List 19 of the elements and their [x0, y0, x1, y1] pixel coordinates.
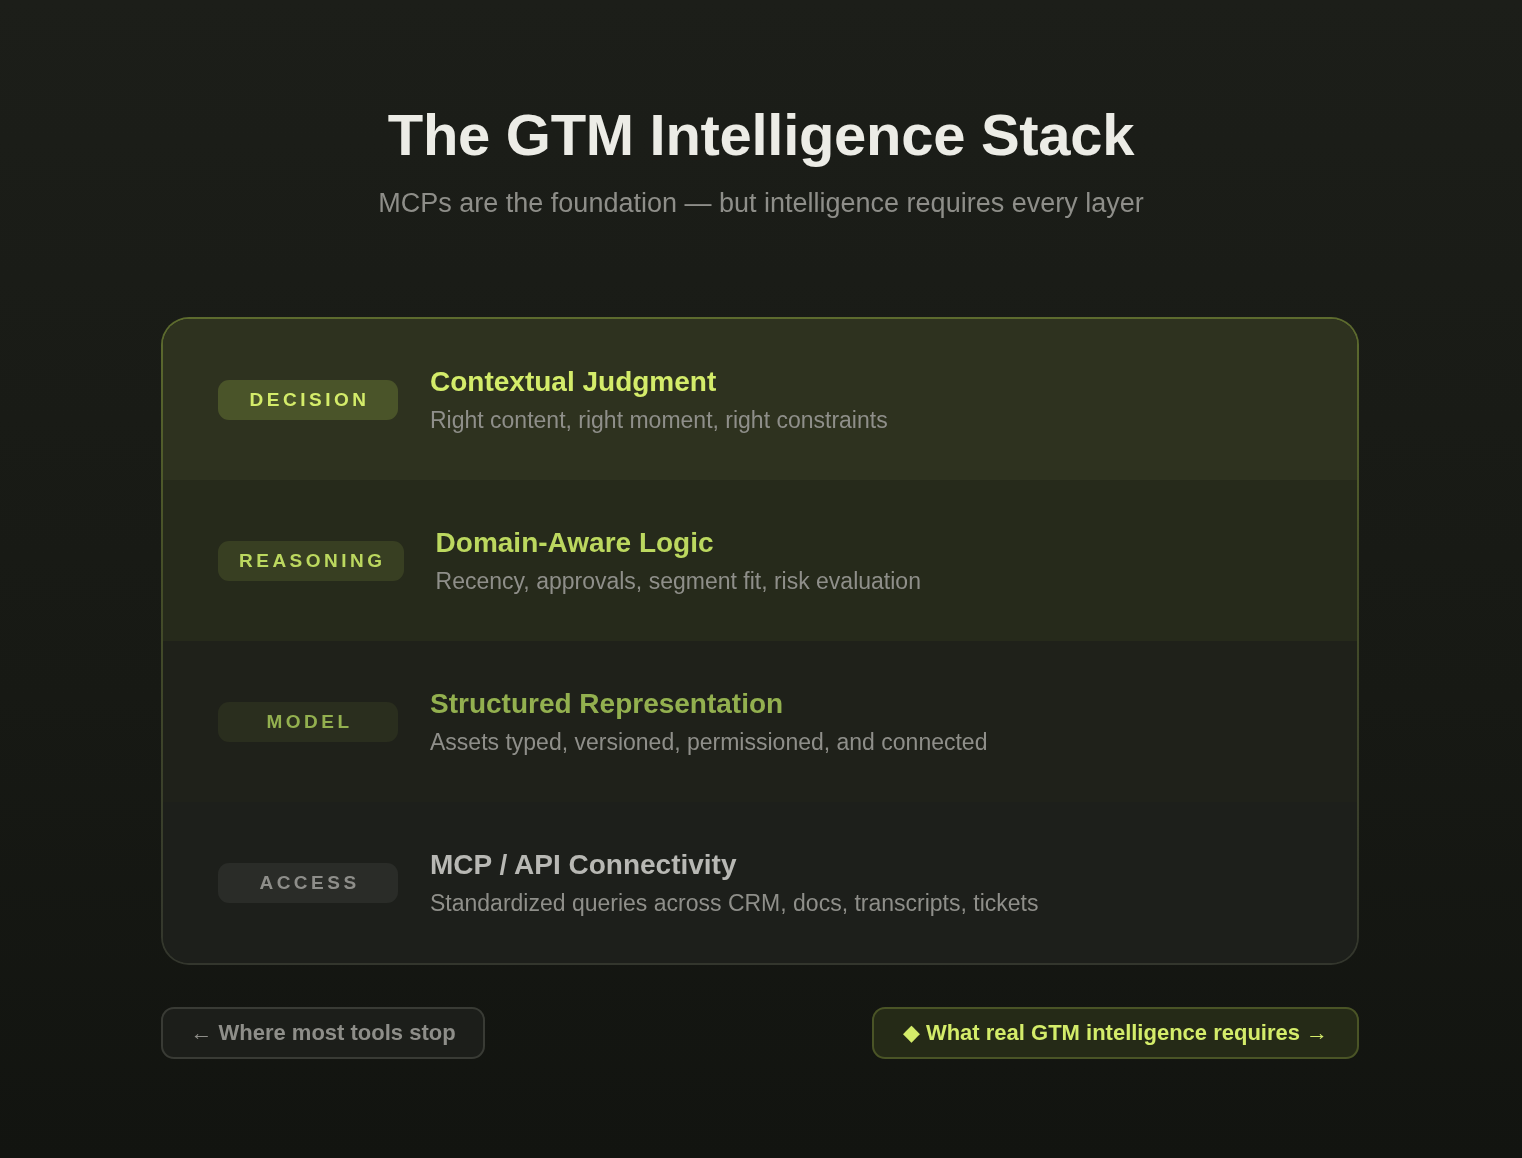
layer-description: Standardized queries across CRM, docs, transcripts, tickets: [430, 888, 1039, 918]
layer-badge: REASONING: [218, 540, 404, 581]
subtitle: MCPs are the foundation — but intelligence requires every layer: [378, 187, 1144, 220]
layer-heading: Structured Representation: [430, 686, 784, 721]
nav-button: ◆ What real GTM intelligence requires →: [872, 1007, 1359, 1059]
layer-description: Recency, approvals, segment fit, risk evaluation: [435, 566, 921, 596]
stack-panel: [161, 317, 1359, 965]
nav-button: ← Where most tools stop: [161, 1007, 485, 1059]
layer-badge: ACCESS: [218, 862, 398, 903]
layer-band: [163, 480, 1357, 641]
layer-badge: DECISION: [218, 379, 398, 420]
layer-heading: Contextual Judgment: [430, 364, 717, 399]
layer-description: Assets typed, versioned, permissioned, and connected: [430, 727, 988, 757]
layer-badge: MODEL: [218, 701, 398, 742]
diagram-title: The GTM Intelligence Stack: [387, 101, 1135, 169]
layer-heading: Domain-Aware Logic: [435, 525, 714, 560]
layer-description: Right content, right moment, right constraints: [430, 405, 888, 435]
layer-band: [163, 319, 1357, 480]
layer-heading: MCP / API Connectivity: [430, 847, 737, 882]
